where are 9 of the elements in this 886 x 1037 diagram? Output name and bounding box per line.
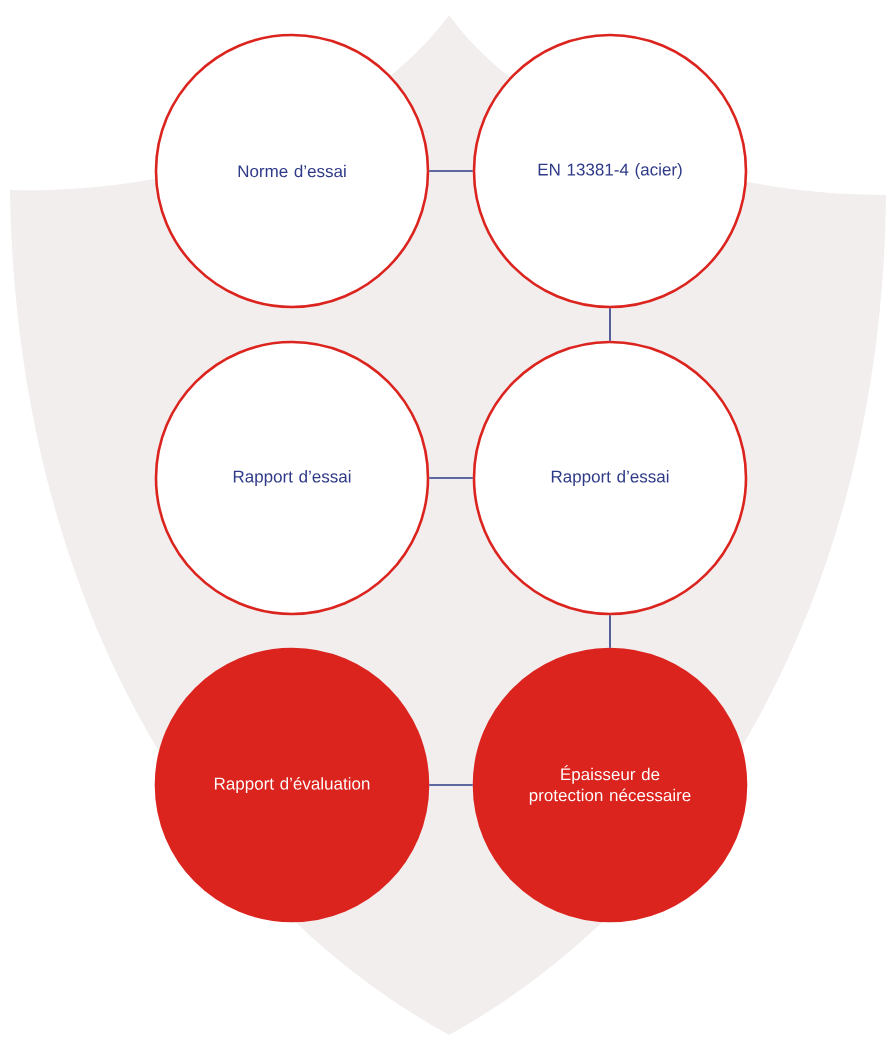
circle-node: EN 13381-4 (acier)	[472, 33, 748, 309]
circle-node: Rapport d’essai	[472, 340, 748, 616]
connector-line	[609, 307, 611, 342]
circle-node: Norme d’essai	[154, 33, 430, 309]
connector-line	[428, 784, 474, 786]
connector-line	[609, 614, 611, 649]
connector-line	[428, 477, 474, 479]
connector-line	[428, 170, 474, 172]
circle-node: Rapport d’essai	[154, 340, 430, 616]
